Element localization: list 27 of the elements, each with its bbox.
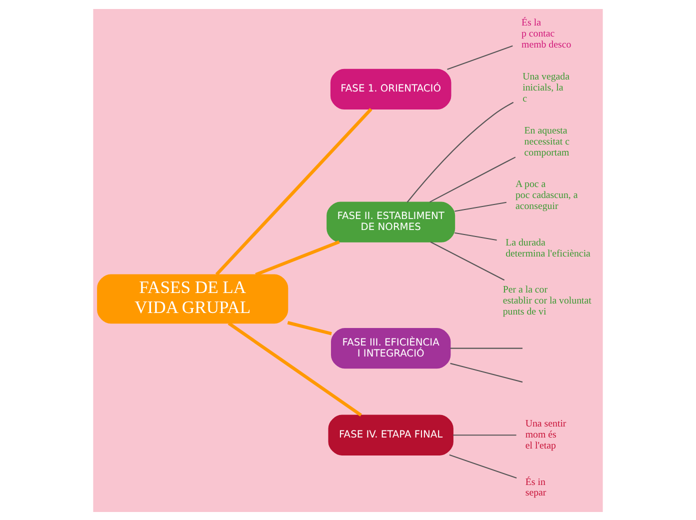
connector [454, 201, 506, 212]
connector [215, 108, 372, 276]
connector [447, 44, 513, 70]
connector [287, 320, 332, 335]
connector [406, 101, 514, 202]
connector [429, 156, 516, 202]
connector [255, 240, 340, 276]
connector [228, 321, 362, 416]
node-text: A poc a poc cadascun, a aconseguir [515, 178, 578, 212]
node-box: FASE 1. ORIENTACIÓ [330, 68, 452, 109]
node-box: FASE II. ESTABLIMENT DE NORMES [326, 201, 456, 242]
connector [452, 434, 516, 436]
node-text: Per a la cor establir cor la voluntat punts de vi [502, 284, 592, 318]
node-text: La durada determina l'eficiència [506, 236, 590, 259]
connector [454, 232, 497, 240]
node-text: Una sentir mom és el l'etap [525, 418, 566, 452]
node-box: FASE III. EFICIÈNCIA I INTEGRACIÓ [330, 328, 451, 368]
node-text: És la p contac memb desco [522, 17, 572, 50]
connector [450, 347, 522, 348]
connector [449, 454, 517, 478]
node-box: FASES DE LA VIDA GRUPAL [97, 274, 288, 324]
node-text: És in separ [525, 476, 546, 498]
connector [450, 362, 523, 382]
node-box: FASE IV. ETAPA FINAL [328, 414, 454, 455]
connector [430, 241, 505, 280]
node-text: En aquesta necessitat c comportam [524, 124, 570, 158]
node-text: Una vegada inicials, la c [522, 71, 570, 104]
